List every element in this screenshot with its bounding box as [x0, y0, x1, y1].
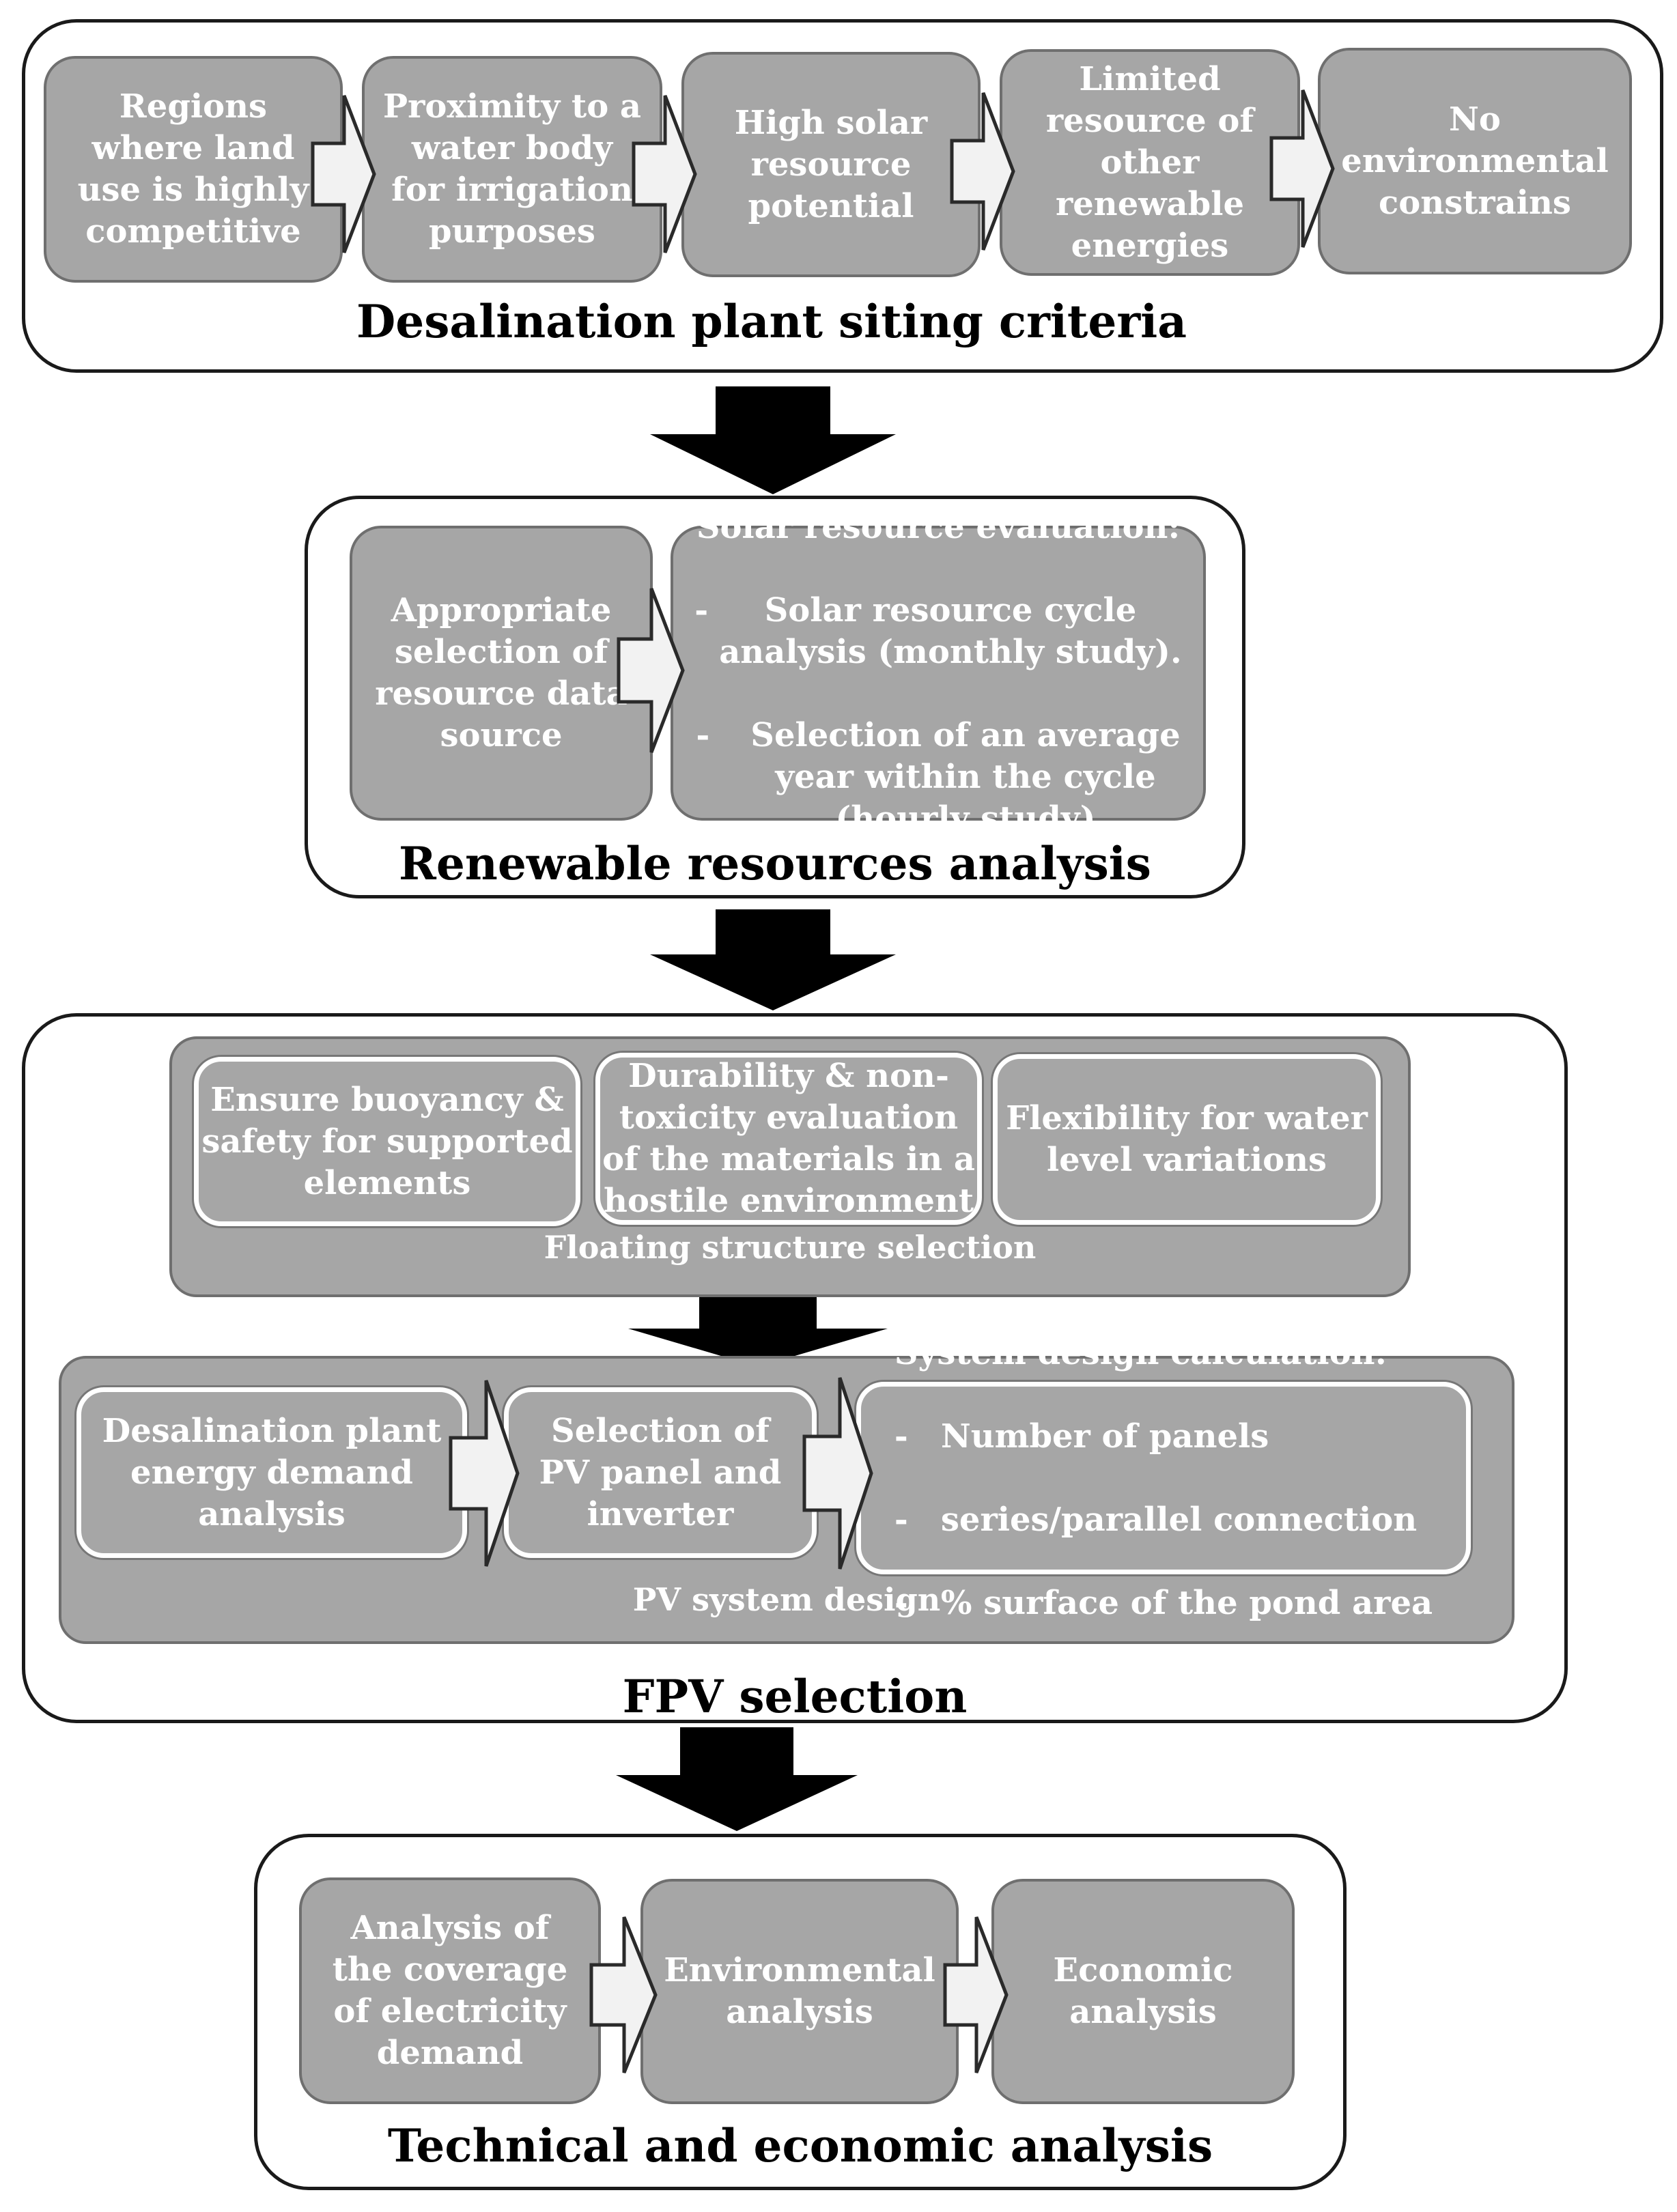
solar-evaluation-item-1: - Solar resource cycle analysis (monthly… [694, 590, 1181, 673]
siting-box-limited-renewables-text: Limited resource of other renewable ener… [1045, 59, 1254, 265]
siting-box-limited-renewables: Limited resource of other renewable ener… [1000, 49, 1300, 276]
down-arrow-3 [616, 1727, 858, 1831]
technical-box-coverage-text: Analysis of the coverage of electricity … [332, 1909, 568, 2072]
technical-box-economic-text: Economic analysis [1053, 1951, 1233, 2031]
pv-box-energy-demand: Desalination plant energy demand analysi… [76, 1387, 467, 1558]
pv-arrow-1 [449, 1380, 520, 1567]
down-arrow-1 [650, 386, 896, 494]
solar-evaluation-heading: Solar resource evaluation: [696, 508, 1181, 546]
solar-evaluation-item-2: - Selection of an average year within th… [694, 715, 1181, 840]
pv-arrow-2 [802, 1377, 873, 1570]
siting-box-land-use-text: Regions where land use is highly competi… [77, 87, 309, 251]
design-calculation-item: - % surface of the pond area [894, 1583, 1433, 1624]
design-calculation-item-text: Number of panels [940, 1417, 1269, 1456]
renewable-box-solar-evaluation-text: Solar resource evaluation: - Solar resou… [694, 465, 1181, 881]
siting-arrow-2 [632, 95, 697, 253]
technical-box-coverage: Analysis of the coverage of electricity … [299, 1877, 601, 2104]
floating-box-flexibility-text: Flexibility for water level variations [1006, 1099, 1368, 1179]
floating-box-buoyancy: Ensure buoyancy & safety for supported e… [194, 1057, 580, 1226]
siting-box-land-use: Regions where land use is highly competi… [44, 56, 343, 283]
renewable-section-title: Renewable resources analysis [399, 837, 1151, 890]
pv-box-panel-inverter-text: Selection of PV panel and inverter [539, 1411, 782, 1533]
technical-arrow-2 [943, 1916, 1009, 2073]
renewable-box-data-source: Appropriate selection of resource data s… [350, 526, 653, 821]
renewable-box-solar-evaluation: Solar resource evaluation: - Solar resou… [671, 508, 1206, 838]
renewable-arrow [617, 588, 685, 753]
technical-box-environmental: Environmental analysis [640, 1879, 959, 2104]
technical-arrow-1 [589, 1916, 658, 2073]
siting-section-title: Desalination plant siting criteria [356, 295, 1187, 348]
design-calculation-item-dash: - [894, 1500, 908, 1539]
floating-box-buoyancy-text: Ensure buoyancy & safety for supported e… [201, 1080, 573, 1202]
siting-box-water-body: Proximity to a water body for irrigation… [362, 56, 662, 283]
down-arrow-inner [628, 1297, 888, 1367]
siting-box-no-constraints-text: No environmental constrains [1341, 100, 1609, 222]
floating-box-flexibility: Flexibility for water level variations [993, 1054, 1381, 1225]
siting-box-water-body-text: Proximity to a water body for irrigation… [382, 87, 642, 251]
siting-box-no-constraints: No environmental constrains [1318, 48, 1632, 274]
floating-box-durability-text: Durability & non- toxicity evaluation of… [602, 1057, 975, 1220]
siting-arrow-4 [1269, 89, 1335, 248]
design-calculation-item: - series/parallel connection [894, 1499, 1433, 1541]
solar-evaluation-item-2-text: Selection of an average year within the … [750, 716, 1181, 838]
technical-box-environmental-text: Environmental analysis [664, 1951, 935, 2031]
down-arrow-2 [650, 909, 896, 1010]
pv-panel-label: PV system design [632, 1581, 941, 1618]
fpv-section-title: FPV selection [622, 1670, 968, 1723]
pv-box-design-calculation: System design calculation: - Number of p… [856, 1334, 1471, 1622]
pv-box-panel-inverter: Selection of PV panel and inverter [504, 1387, 817, 1558]
technical-box-economic: Economic analysis [991, 1879, 1295, 2104]
siting-arrow-1 [311, 95, 376, 253]
siting-box-solar-potential: High solar resource potential [681, 52, 981, 277]
design-calculation-item-text: series/parallel connection [940, 1500, 1418, 1539]
renewable-box-data-source-text: Appropriate selection of resource data s… [375, 591, 628, 754]
design-calculation-item: - Number of panels [894, 1416, 1433, 1458]
design-calculation-heading: System design calculation: [894, 1333, 1387, 1372]
solar-evaluation-item-2-dash: - [696, 716, 710, 754]
technical-section-title: Technical and economic analysis [387, 2119, 1213, 2172]
floating-panel-label: Floating structure selection [544, 1229, 1037, 1266]
pv-box-energy-demand-text: Desalination plant energy demand analysi… [102, 1411, 442, 1533]
floating-box-durability: Durability & non- toxicity evaluation of… [595, 1053, 982, 1225]
pv-box-design-calculation-text: System design calculation: - Number of p… [894, 1291, 1433, 1666]
siting-arrow-3 [950, 92, 1015, 251]
solar-evaluation-item-1-text: Solar resource cycle analysis (monthly s… [719, 591, 1182, 671]
siting-box-solar-potential-text: High solar resource potential [734, 103, 928, 225]
design-calculation-item-dash: - [894, 1583, 908, 1622]
design-calculation-item-text: % surface of the pond area [940, 1583, 1433, 1622]
design-calculation-item-dash: - [894, 1417, 908, 1456]
solar-evaluation-item-1-dash: - [694, 591, 709, 629]
